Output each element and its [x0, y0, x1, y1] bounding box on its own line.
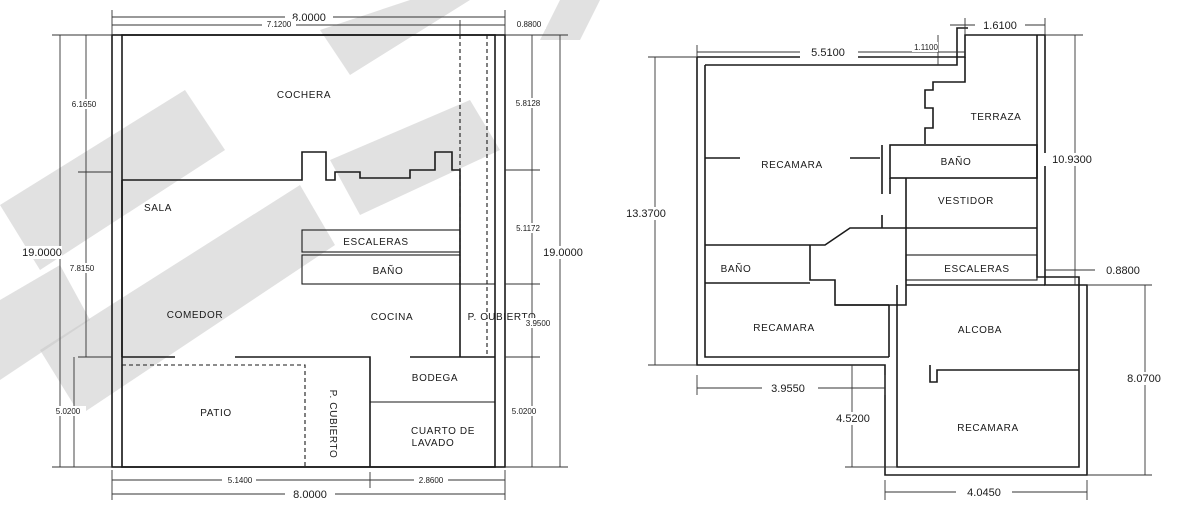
label-cochera: COCHERA	[277, 90, 331, 101]
label-escaleras-right: ESCALERAS	[944, 264, 1009, 275]
label-bodega: BODEGA	[412, 373, 458, 384]
dim-left-c: 5.0200	[56, 407, 81, 416]
cochera-divider-wall	[122, 151, 461, 357]
label-alcoba: ALCOBA	[958, 325, 1002, 336]
dim-right-c-label: 8.0700	[1127, 373, 1161, 385]
dim-left-a: 6.1650	[72, 100, 97, 109]
left-bano-block	[301, 254, 461, 285]
dim-right-top-a: 1.6100	[983, 20, 1017, 32]
dim-right-top-b: 5.5100	[811, 47, 845, 59]
dim-right-bottom-width: 4.0450	[967, 487, 1001, 499]
dim-right-b-label: 0.8800	[1106, 265, 1140, 277]
label-cuarto-lavado-1: CUARTO DE	[411, 426, 475, 437]
label-cocina: COCINA	[371, 312, 414, 323]
right-escaleras-block	[905, 254, 1038, 281]
dim-right-mid-width: 3.9550	[771, 383, 805, 395]
dim-right-top-c: 1.1100	[914, 43, 938, 52]
dim-bottom-left: 5.1400	[228, 476, 253, 485]
dim-right-left-total: 13.3700	[626, 208, 666, 220]
dim-left-top-width: 8.0000	[292, 12, 326, 24]
watermark	[0, 0, 600, 415]
dim-bottom-right: 2.8600	[419, 476, 444, 485]
label-patio: PATIO	[200, 408, 232, 419]
right-stair-block	[705, 227, 907, 306]
label-terraza: TERRAZA	[971, 112, 1022, 123]
dim-bottom-width: 8.0000	[293, 489, 327, 501]
label-recamara-bottom: RECAMARA	[957, 423, 1018, 434]
dim-right-b: 5.1172	[516, 224, 540, 233]
dim-left-top-right: 0.8800	[517, 20, 542, 29]
label-cuarto-lavado-2: LAVADO	[412, 438, 455, 449]
label-bano-left: BAÑO	[721, 262, 752, 275]
label-recamara-top: RECAMARA	[761, 160, 822, 171]
label-recamara-mid: RECAMARA	[753, 323, 814, 334]
dim-left-top-inner: 7.1200	[267, 20, 292, 29]
label-comedor: COMEDOR	[167, 310, 223, 321]
dim-right-mid-height: 4.5200	[836, 413, 870, 425]
dim-left-b: 7.8150	[70, 264, 95, 273]
label-sala: SALA	[144, 203, 172, 214]
alcoba-wall	[929, 365, 1079, 383]
dim-left-total: 19.0000	[22, 247, 62, 259]
label-escaleras: ESCALERAS	[343, 237, 408, 248]
label-p-cubierto: P. CUBIERTO	[468, 312, 537, 323]
label-p-cubierto-vertical: P. CUBIERTO	[327, 390, 338, 459]
label-bano-top: BAÑO	[941, 155, 972, 168]
dim-right-total: 19.0000	[543, 247, 583, 259]
label-bano: BAÑO	[373, 264, 404, 277]
right-bano-top-block	[889, 144, 1038, 179]
terraza-wall	[924, 57, 966, 144]
dim-right-a-label: 10.9300	[1052, 154, 1092, 166]
dim-right-a: 5.8128	[516, 99, 541, 108]
patio-dashed	[122, 364, 306, 467]
right-floor-plan: TERRAZA RECAMARA BAÑO VESTIDOR BAÑO ESCA…	[616, 18, 1174, 500]
dim-right-c: 3.9500	[526, 319, 551, 328]
label-vestidor: VESTIDOR	[938, 196, 994, 207]
left-floor-plan: COCHERA SALA ESCALERAS BAÑO COMEDOR COCI…	[22, 10, 594, 501]
dim-right-d: 5.0200	[512, 407, 537, 416]
